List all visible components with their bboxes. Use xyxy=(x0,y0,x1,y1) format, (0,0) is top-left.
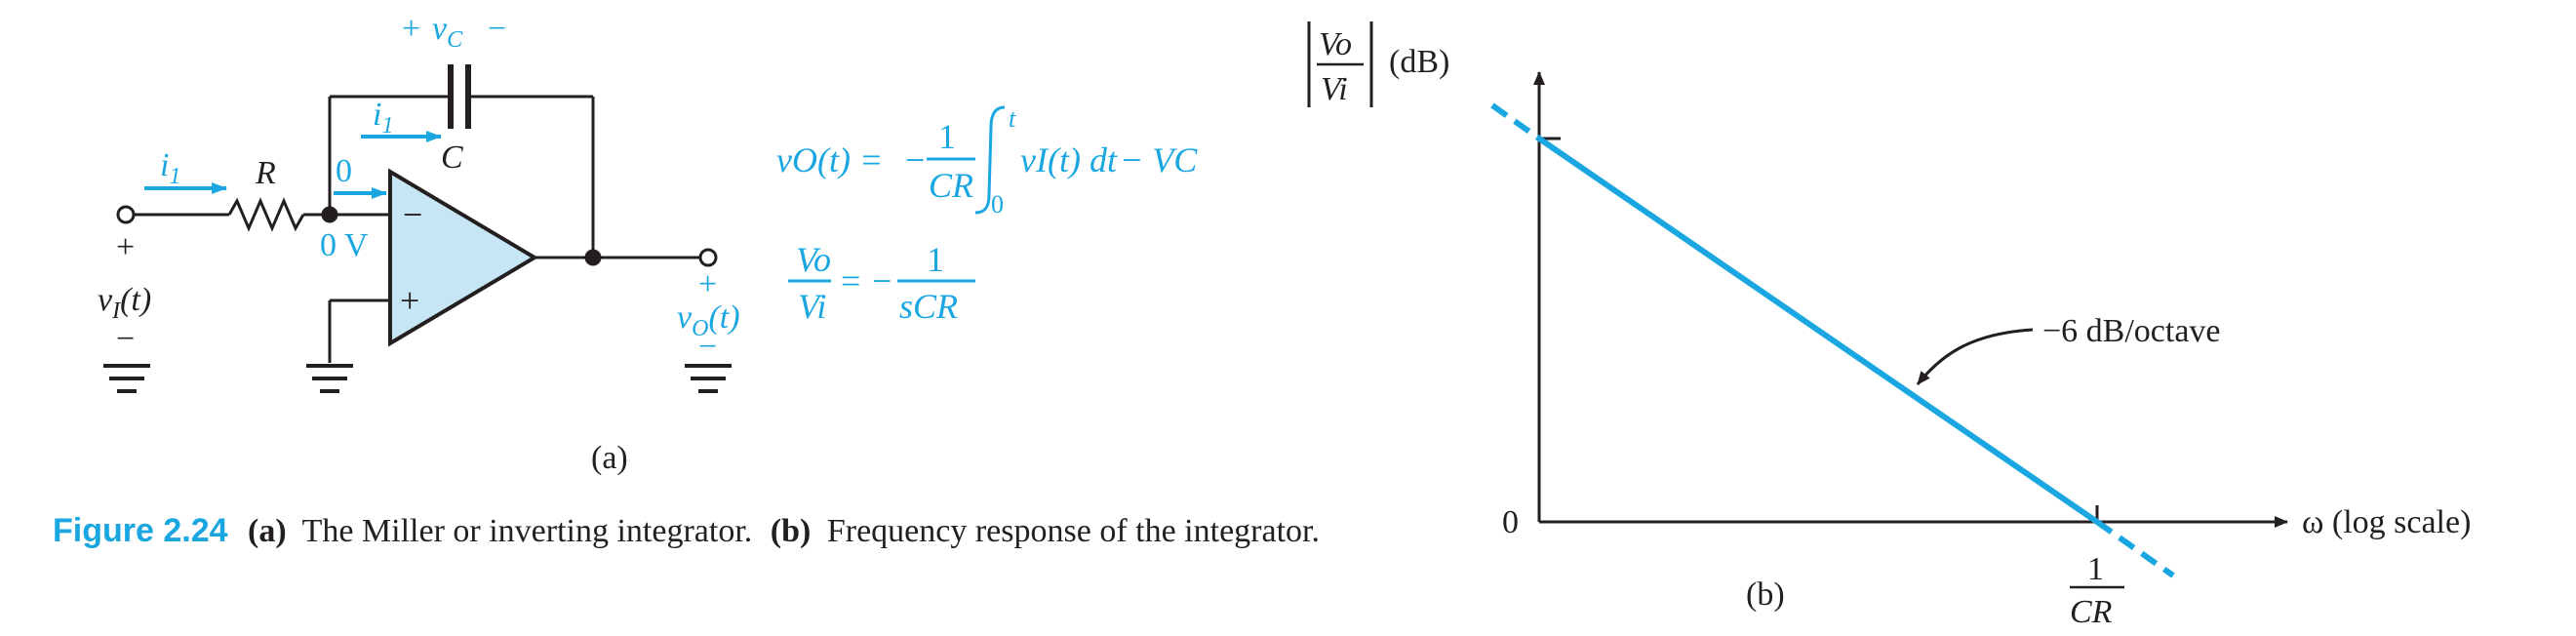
ground-symbol-input xyxy=(103,364,150,393)
output-terminal xyxy=(698,248,718,267)
integral-sign xyxy=(974,105,1006,215)
output-node xyxy=(584,249,602,266)
input-current-label: i1 xyxy=(160,147,180,189)
eq1-tail: − VC xyxy=(1120,140,1198,179)
input-terminal xyxy=(116,205,136,224)
eq1-upper-limit: t xyxy=(1009,104,1016,133)
input-plus-sign: + xyxy=(116,229,135,265)
eq2-rhs-num: 1 xyxy=(927,240,944,279)
capacitor-voltage-plus: + xyxy=(402,11,420,47)
figure-number: Figure 2.24 xyxy=(53,512,228,549)
y-label-den: Vi xyxy=(1321,71,1348,107)
eq1-fraction-den: CR xyxy=(929,166,973,205)
response-line xyxy=(1537,136,2099,525)
resistor-R xyxy=(227,197,305,232)
output-voltage-label: vO(t) xyxy=(677,299,740,341)
resistor-label: R xyxy=(255,155,276,191)
output-plus-sign: + xyxy=(698,266,717,302)
eq1-lhs: vO(t) = xyxy=(776,140,883,179)
zero-current-label: 0 xyxy=(336,153,352,189)
corner-frequency-num: 1 xyxy=(2087,551,2104,587)
output-minus-sign: − xyxy=(698,329,717,365)
capacitor-current-label: i1 xyxy=(373,97,393,139)
figure-caption: Figure 2.24 (a) The Miller or inverting … xyxy=(53,512,1320,549)
slope-annotation-arrow xyxy=(1916,328,2034,385)
eq1-lower-limit: 0 xyxy=(991,190,1004,219)
ground-symbol-opamp xyxy=(306,364,353,393)
eq2-lhs-num: Vo xyxy=(796,240,831,279)
frequency-response-plot xyxy=(1490,71,2288,578)
capacitor-label: C xyxy=(441,139,463,176)
response-line-dashed-end xyxy=(2095,519,2175,578)
slope-annotation: −6 dB/octave xyxy=(2042,313,2221,349)
eq2-rhs-den: sCR xyxy=(899,287,958,326)
eq2-sign: − xyxy=(872,261,892,300)
opamp-triangle xyxy=(388,168,538,347)
eq1-integrand: vI(t) dt xyxy=(1020,140,1118,179)
panel-b-label: (b) xyxy=(1746,576,1785,613)
origin-label: 0 xyxy=(1502,504,1519,540)
capacitor-voltage-minus: − xyxy=(488,11,506,47)
eq1-fraction-num: 1 xyxy=(938,117,956,156)
ground-symbol-output xyxy=(685,364,732,393)
panel-a-label: (a) xyxy=(591,440,628,476)
eq2-equals: = xyxy=(841,261,860,300)
y-axis-unit: (dB) xyxy=(1389,44,1449,80)
eq2-lhs-den: Vi xyxy=(798,287,826,326)
opamp-noninverting-sign: + xyxy=(400,281,419,320)
x-axis-label: ω (log scale) xyxy=(2302,504,2471,540)
input-voltage-label: vI(t) xyxy=(98,282,151,324)
y-label-num: Vo xyxy=(1319,26,1352,62)
capacitor-voltage-label: vC xyxy=(432,11,463,53)
response-line-dashed-start xyxy=(1490,102,1541,141)
input-minus-sign: − xyxy=(116,321,135,357)
eq1-sign: − xyxy=(905,140,925,179)
integrator-circuit xyxy=(116,64,718,363)
opamp-inverting-sign: − xyxy=(403,195,422,234)
virtual-ground-label: 0 V xyxy=(320,227,369,263)
corner-frequency-den: CR xyxy=(2070,594,2113,630)
